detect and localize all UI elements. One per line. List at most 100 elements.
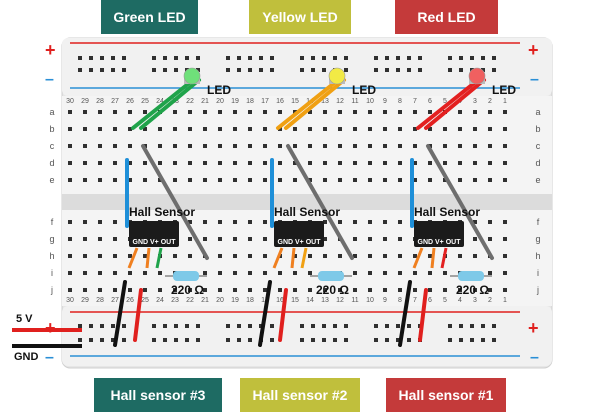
column-number-bottom: 14 — [306, 297, 314, 304]
terminal-hole — [218, 254, 222, 258]
terminal-hole — [353, 127, 357, 131]
column-number-top: 22 — [186, 98, 194, 105]
column-number-top: 9 — [383, 98, 387, 105]
terminal-hole — [173, 178, 177, 182]
terminal-hole — [143, 127, 147, 131]
terminal-hole — [248, 161, 252, 165]
terminal-hole — [83, 288, 87, 292]
rail-hole — [333, 338, 337, 342]
terminal-hole — [218, 161, 222, 165]
terminal-hole — [173, 288, 177, 292]
rail-hole — [311, 68, 315, 72]
terminal-hole — [473, 288, 477, 292]
rail-hole — [185, 324, 189, 328]
terminal-hole — [233, 271, 237, 275]
rail-hole — [344, 338, 348, 342]
terminal-hole — [308, 127, 312, 131]
rail-hole — [270, 56, 274, 60]
rail-hole — [492, 68, 496, 72]
label-hall-sensor-1: Hall sensor #1 — [386, 378, 506, 412]
column-number-bottom: 21 — [201, 297, 209, 304]
rail-hole — [259, 56, 263, 60]
ground-wire — [258, 280, 272, 347]
label-yellow-led: Yellow LED — [249, 0, 351, 34]
terminal-hole — [98, 254, 102, 258]
terminal-hole — [338, 127, 342, 131]
rail-hole — [122, 324, 126, 328]
terminal-hole — [353, 178, 357, 182]
terminal-hole — [248, 237, 252, 241]
rail-hole — [333, 56, 337, 60]
terminal-hole — [458, 288, 462, 292]
terminal-hole — [458, 161, 462, 165]
column-number-top: 26 — [126, 98, 134, 105]
terminal-hole — [503, 127, 507, 131]
rail-plus-symbol-top-left: + — [45, 40, 56, 60]
terminal-hole — [263, 110, 267, 114]
terminal-hole — [188, 110, 192, 114]
rail-hole — [374, 56, 378, 60]
column-number-top: 2 — [488, 98, 492, 105]
terminal-hole — [383, 254, 387, 258]
sensor-leg-vplus — [145, 247, 151, 269]
column-number-top: 12 — [336, 98, 344, 105]
terminal-hole — [473, 178, 477, 182]
terminal-hole — [218, 144, 222, 148]
rail-hole — [78, 324, 82, 328]
terminal-hole — [353, 220, 357, 224]
rail-hole — [196, 338, 200, 342]
column-number-bottom: 8 — [398, 297, 402, 304]
terminal-hole — [503, 254, 507, 258]
terminal-hole — [128, 161, 132, 165]
rail-hole — [152, 56, 156, 60]
rail-hole — [459, 338, 463, 342]
terminal-hole — [443, 161, 447, 165]
terminal-hole — [263, 220, 267, 224]
terminal-hole — [368, 220, 372, 224]
terminal-hole — [488, 178, 492, 182]
terminal-hole — [383, 178, 387, 182]
terminal-hole — [278, 110, 282, 114]
led-bulb — [468, 67, 486, 85]
terminal-hole — [308, 161, 312, 165]
rail-hole — [111, 338, 115, 342]
terminal-hole — [218, 288, 222, 292]
terminal-hole — [218, 271, 222, 275]
terminal-hole — [428, 254, 432, 258]
terminal-hole — [263, 127, 267, 131]
terminal-hole — [488, 144, 492, 148]
rail-hole — [237, 56, 241, 60]
bottom-power-rail — [62, 306, 552, 366]
rail-hole — [100, 338, 104, 342]
gray-signal-wire — [141, 144, 209, 260]
power-wire — [133, 288, 143, 342]
label-hall-sensor-3: Hall sensor #3 — [94, 378, 222, 412]
label-green-led: Green LED — [101, 0, 198, 34]
center-channel — [62, 194, 552, 210]
rail-hole — [407, 68, 411, 72]
terminal-hole — [383, 271, 387, 275]
terminal-hole — [413, 161, 417, 165]
rail-hole — [152, 338, 156, 342]
terminal-hole — [398, 220, 402, 224]
terminal-hole — [113, 220, 117, 224]
resistor-body — [173, 271, 199, 281]
column-number-top: 7 — [413, 98, 417, 105]
terminal-hole — [98, 178, 102, 182]
terminal-hole — [503, 178, 507, 182]
led-label: LED — [207, 83, 231, 97]
rail-hole — [322, 68, 326, 72]
rail-hole — [448, 56, 452, 60]
terminal-hole — [443, 144, 447, 148]
row-letter-top-right: d — [535, 158, 540, 168]
rail-hole — [89, 338, 93, 342]
terminal-hole — [323, 161, 327, 165]
hall-sensor-pins-label: GND V+ OUT — [278, 239, 322, 246]
terminal-hole — [128, 110, 132, 114]
terminal-hole — [503, 161, 507, 165]
rail-hole — [78, 338, 82, 342]
rail-hole — [152, 68, 156, 72]
led-lead-wire — [424, 78, 486, 130]
terminal-hole — [308, 144, 312, 148]
terminal-hole — [233, 288, 237, 292]
